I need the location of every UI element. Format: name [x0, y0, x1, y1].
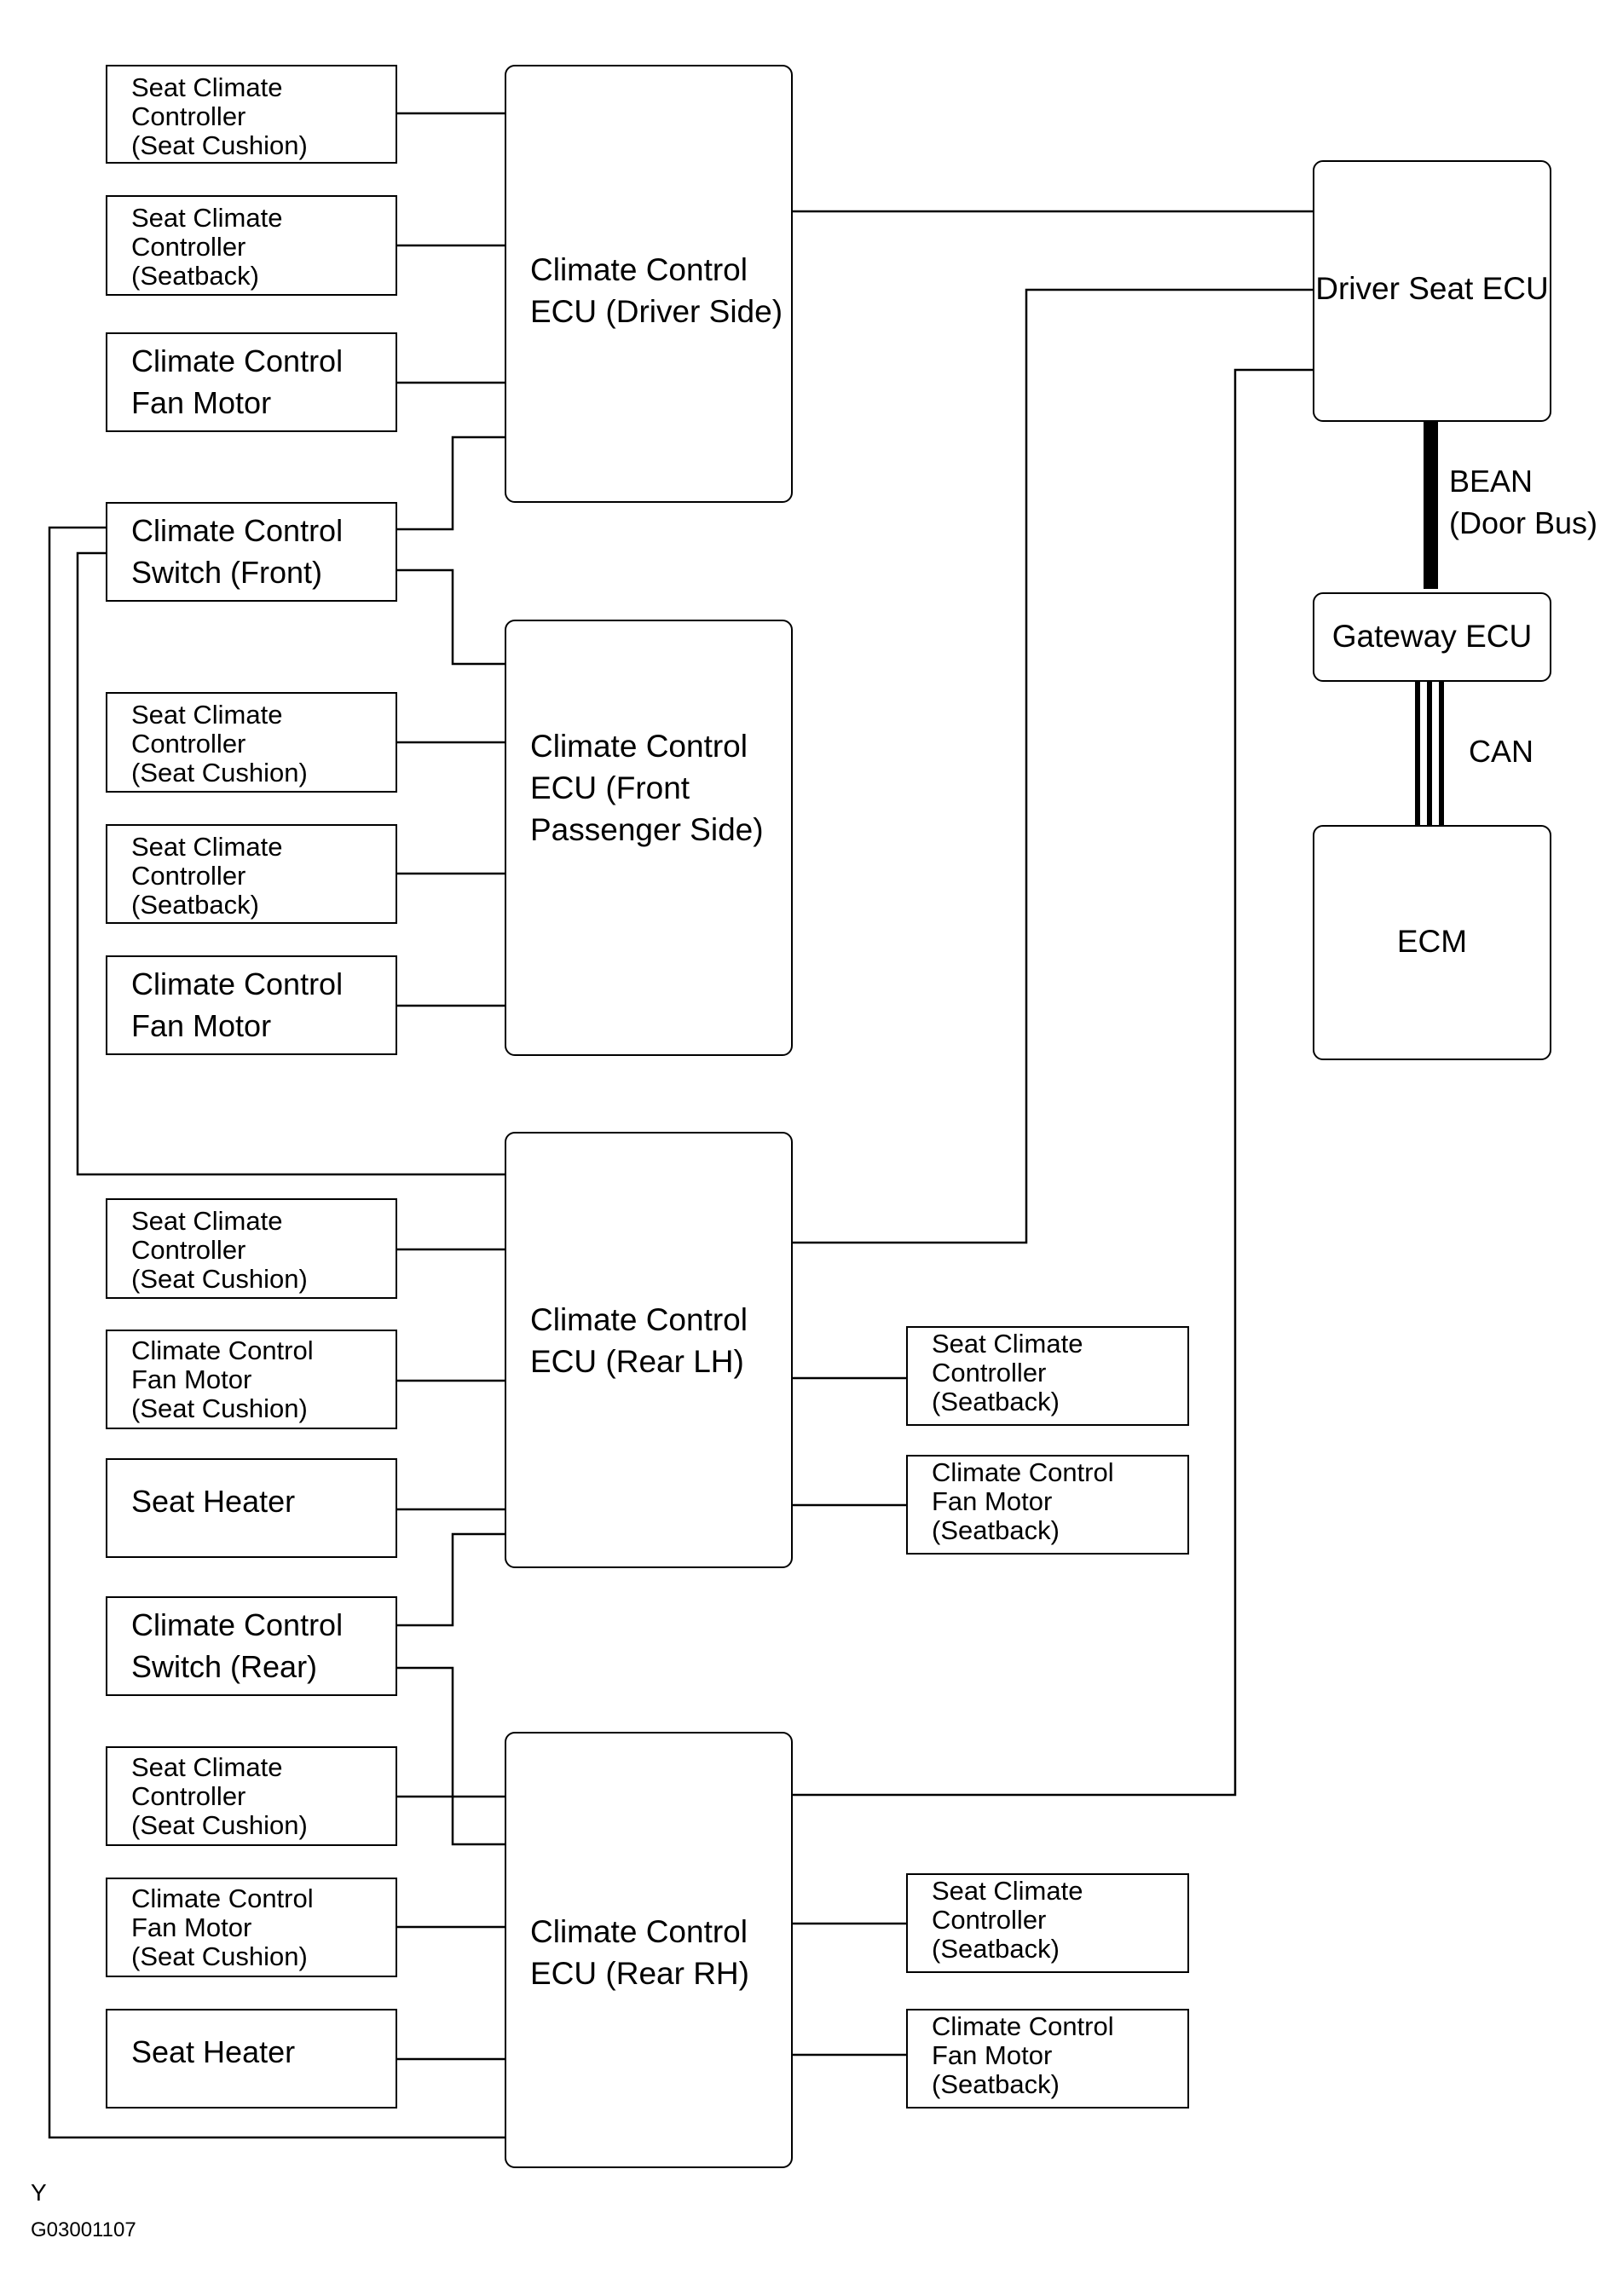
bean-bus-line — [1424, 422, 1438, 589]
seat-climate-controller-seatback-rear-rh: Seat Climate Controller (Seatback) — [906, 1873, 1189, 1973]
gateway-ecu: Gateway ECU — [1313, 592, 1551, 682]
climate-control-fan-motor-passenger: Climate Control Fan Motor — [106, 955, 397, 1055]
can-bus-line-right — [1439, 682, 1444, 827]
climate-control-ecu-rear-rh: Climate Control ECU (Rear RH) — [505, 1732, 793, 2168]
seat-climate-controller-seat-cushion-driver: Seat Climate Controller (Seat Cushion) — [106, 65, 397, 164]
climate-control-fan-motor-seat-cushion-rear-lh: Climate Control Fan Motor (Seat Cushion) — [106, 1330, 397, 1429]
can-bus-line-middle — [1427, 682, 1432, 827]
climate-control-ecu-rear-lh: Climate Control ECU (Rear LH) — [505, 1132, 793, 1568]
ecm: ECM — [1313, 825, 1551, 1060]
seat-heater-rear-lh: Seat Heater — [106, 1458, 397, 1558]
seat-climate-controller-seat-cushion-passenger: Seat Climate Controller (Seat Cushion) — [106, 692, 397, 793]
seat-heater-rear-rh: Seat Heater — [106, 2009, 397, 2109]
seat-climate-controller-seatback-passenger: Seat Climate Controller (Seatback) — [106, 824, 397, 924]
can-bus-line-left — [1415, 682, 1420, 827]
figure-id: G03001107 — [31, 2218, 136, 2241]
wire-rear-rh-ecu-to-driver-seat-ecu — [793, 368, 1313, 1797]
climate-control-ecu-front-passenger-side: Climate Control ECU (Front Passenger Sid… — [505, 620, 793, 1056]
seat-climate-controller-seatback-driver: Seat Climate Controller (Seatback) — [106, 195, 397, 296]
wire-front-switch-to-passenger-ecu — [397, 568, 505, 666]
climate-control-switch-front: Climate Control Switch (Front) — [106, 502, 397, 602]
wire-front-switch-to-rear-lh-ecu — [76, 551, 505, 1176]
figure-marker: Y — [31, 2179, 47, 2206]
bean-bus-label: BEAN (Door Bus) — [1449, 464, 1598, 540]
climate-control-switch-rear: Climate Control Switch (Rear) — [106, 1596, 397, 1696]
seat-climate-controller-seatback-rear-lh: Seat Climate Controller (Seatback) — [906, 1326, 1189, 1426]
climate-control-fan-motor-seatback-rear-rh: Climate Control Fan Motor (Seatback) — [906, 2009, 1189, 2109]
wire-rear-switch-to-rear-rh-ecu — [397, 1666, 505, 1846]
seat-climate-controller-seat-cushion-rear-rh: Seat Climate Controller (Seat Cushion) — [106, 1746, 397, 1846]
wire-rear-lh-ecu-to-driver-seat-ecu — [793, 288, 1313, 1244]
climate-control-ecu-driver-side: Climate Control ECU (Driver Side) — [505, 65, 793, 503]
wire-front-switch-to-rear-rh-ecu — [48, 526, 505, 2139]
climate-control-fan-motor-driver: Climate Control Fan Motor — [106, 332, 397, 432]
wire-rear-switch-to-rear-lh-ecu — [397, 1532, 505, 1627]
wire-front-switch-to-driver-ecu — [397, 436, 505, 531]
seat-climate-controller-seat-cushion-rear-lh: Seat Climate Controller (Seat Cushion) — [106, 1198, 397, 1299]
driver-seat-ecu: Driver Seat ECU — [1313, 160, 1551, 422]
climate-control-fan-motor-seat-cushion-rear-rh: Climate Control Fan Motor (Seat Cushion) — [106, 1878, 397, 1977]
climate-control-fan-motor-seatback-rear-lh: Climate Control Fan Motor (Seatback) — [906, 1455, 1189, 1555]
can-bus-label: CAN — [1469, 734, 1534, 769]
